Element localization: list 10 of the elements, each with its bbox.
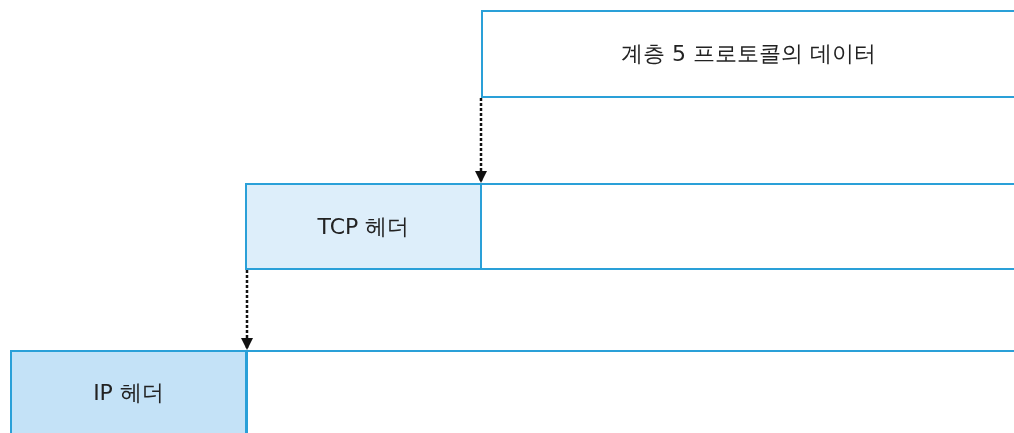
box-label: IP 헤더	[93, 378, 164, 407]
arrow	[240, 270, 254, 350]
box-label: 계층 5 프로토콜의 데이터	[621, 40, 876, 68]
box-label: TCP 헤더	[317, 212, 410, 241]
data-box	[481, 10, 1014, 98]
arrow	[474, 98, 488, 183]
payload-box	[246, 350, 1014, 433]
header-box	[10, 350, 247, 433]
payload-box	[480, 183, 1014, 270]
header-box	[245, 183, 482, 270]
